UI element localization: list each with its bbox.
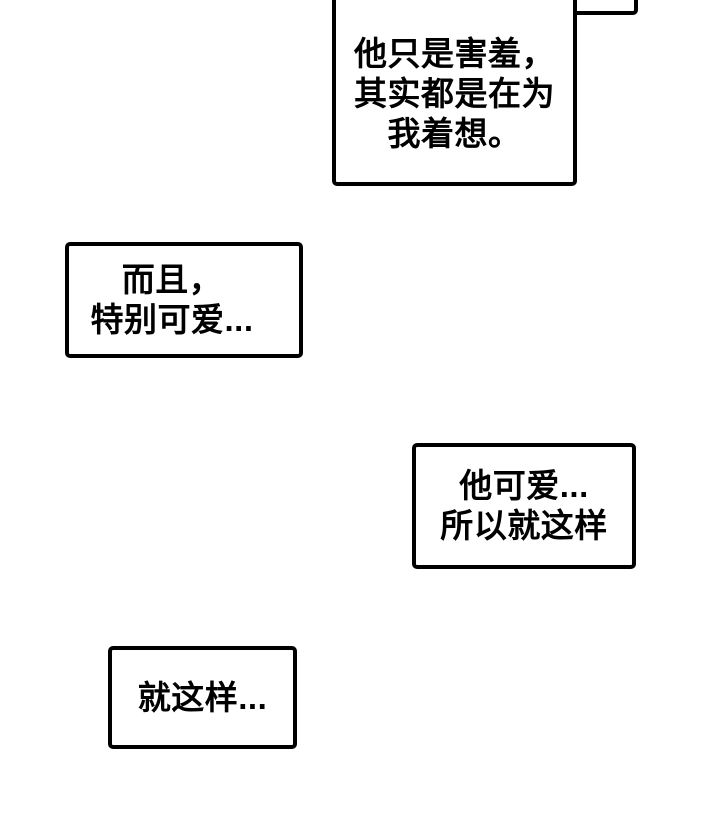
bubble-text-line: 所以就这样 (440, 507, 608, 544)
bubble-text-line: 就这样... (137, 678, 268, 716)
speech-bubble-top: 他只是害羞， 其实都是在为 我着想。 (332, 0, 577, 186)
bubble-text-line: 他只是害羞， (354, 35, 555, 72)
speech-bubble-offpanel-corner (570, 0, 638, 15)
bubble-text-line: 特别可爱... (90, 301, 254, 338)
bubble-text-line: 我着想。 (387, 115, 522, 152)
speech-bubble-left: 而且， 特别可爱... (65, 242, 303, 358)
speech-bubble-bottom: 就这样... (108, 646, 297, 749)
bubble-text-line: 而且， (121, 261, 223, 298)
bubble-text-line: 他可爱... (459, 467, 589, 504)
bubble-text-line: 其实都是在为 (354, 75, 555, 112)
speech-bubble-right: 他可爱... 所以就这样 (412, 443, 636, 569)
